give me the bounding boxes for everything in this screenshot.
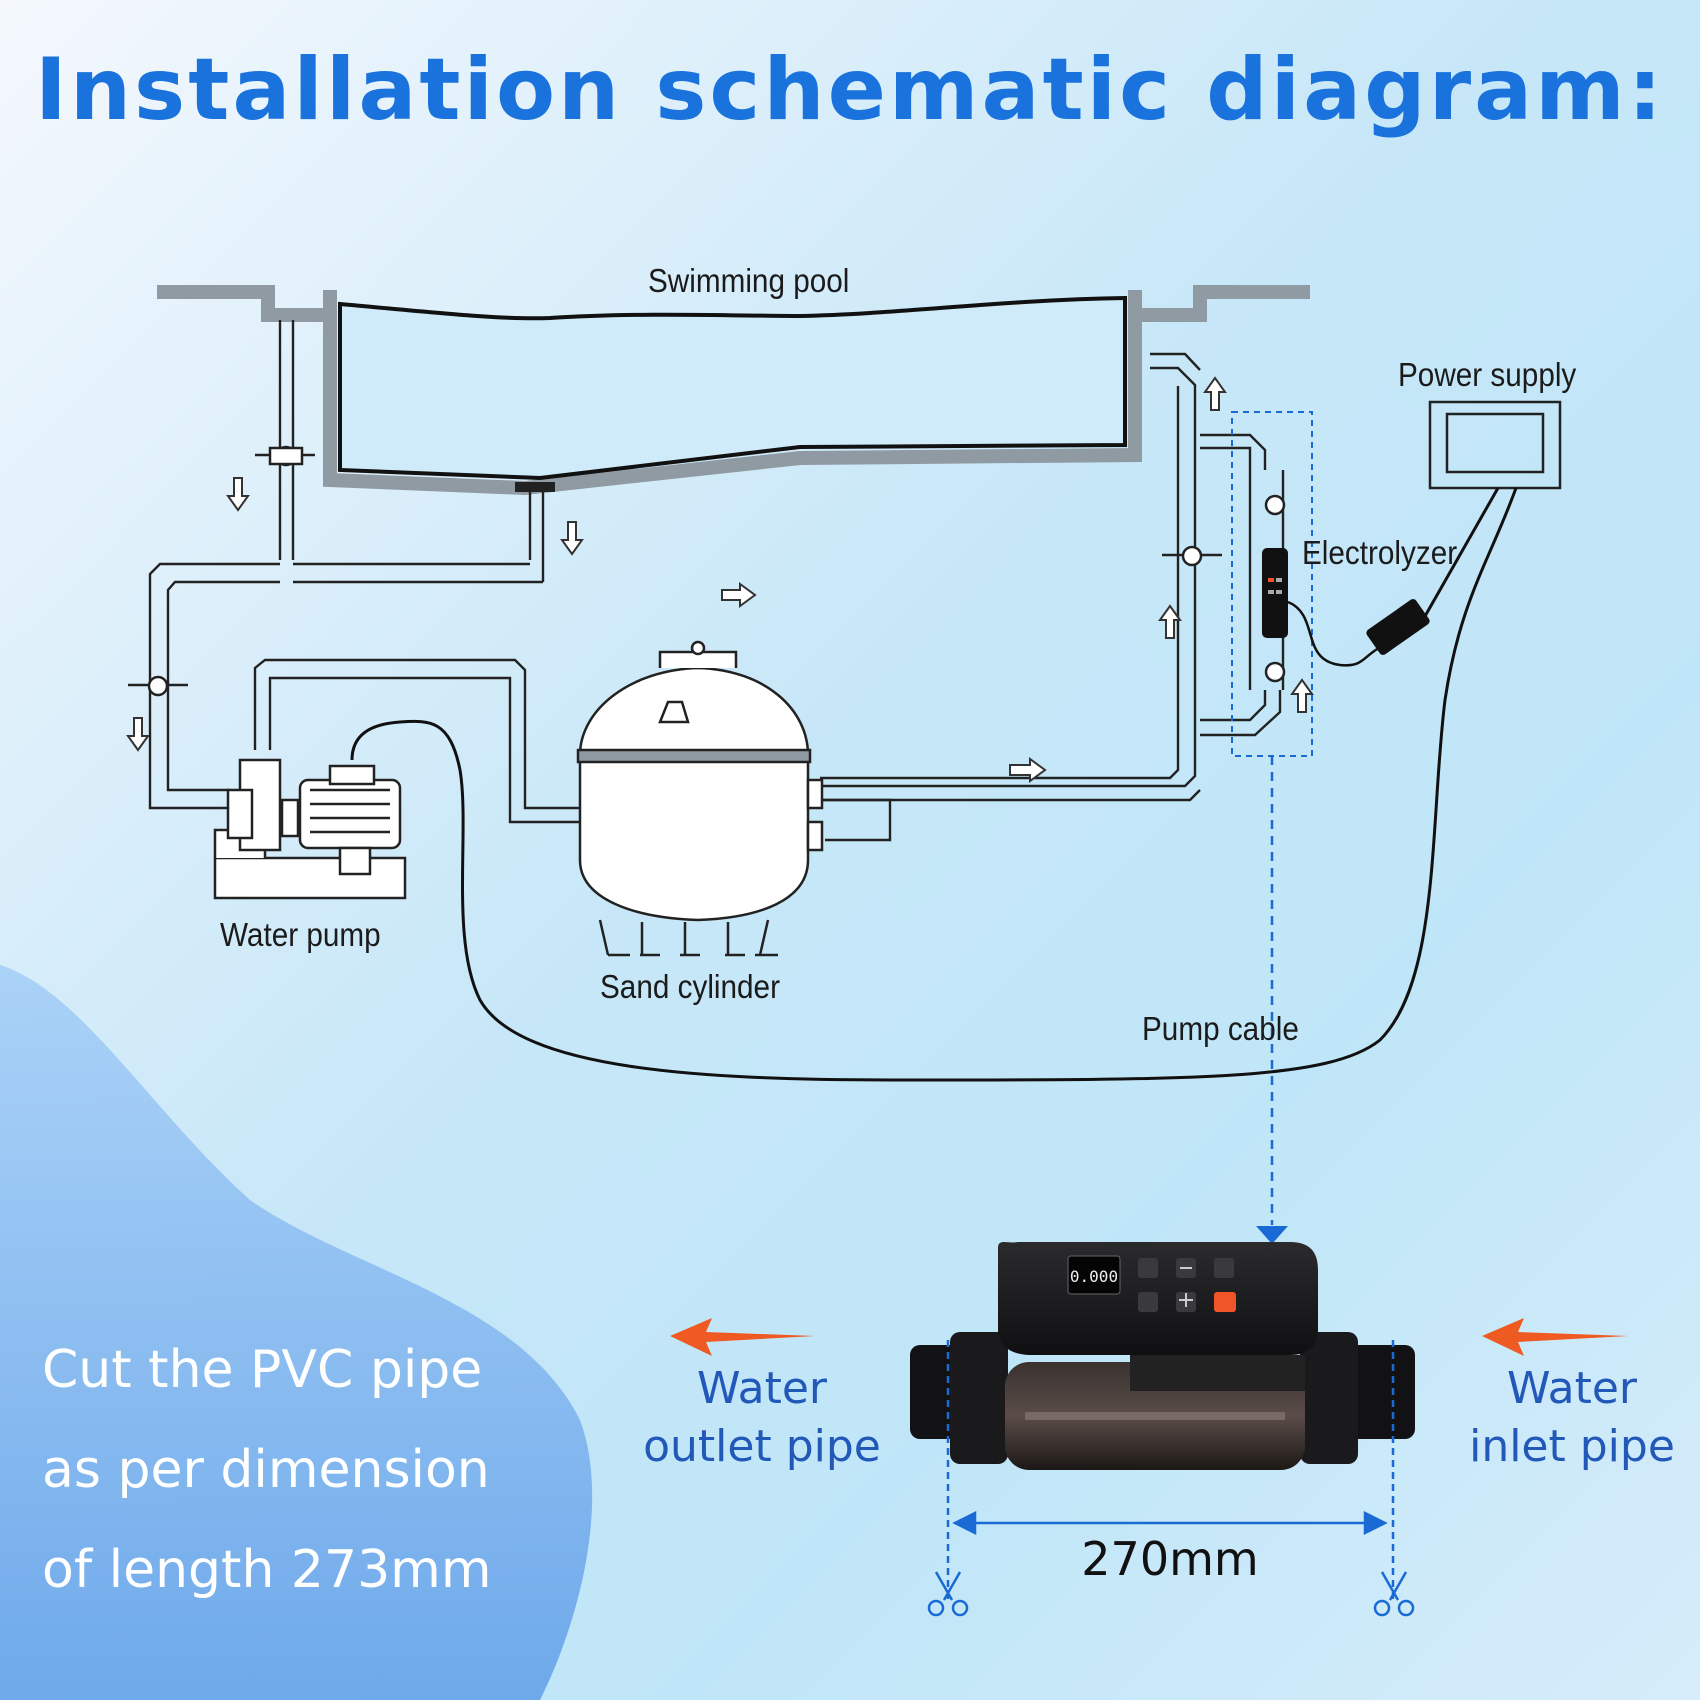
electrolyzer-small-unit: [1262, 548, 1288, 638]
water-inlet-pipe-label: Water inlet pipe: [1432, 1360, 1700, 1476]
label-electrolyzer: Electrolyzer: [1302, 534, 1458, 571]
flow-arrow-icon: [126, 376, 1314, 783]
valve-icon: [128, 445, 1286, 697]
outlet-line-2: outlet pipe: [643, 1421, 881, 1472]
dimension-line: [946, 1340, 1395, 1600]
scissors-icon: [927, 1571, 969, 1617]
dimension-label: 270mm: [1081, 1532, 1259, 1586]
note-background-blob: [0, 965, 593, 1700]
scissors-icon: [1373, 1571, 1415, 1617]
cut-instruction-note: Cut the PVC pipe as per dimension of len…: [42, 1320, 602, 1620]
electrolyzer-leader-arrowhead: [1256, 1226, 1288, 1244]
inlet-line-1: Water: [1506, 1363, 1638, 1414]
label-water-pump: Water pump: [220, 916, 381, 953]
page-title: Installation schematic diagram:: [34, 40, 1666, 140]
power-button: [1214, 1292, 1236, 1312]
adapter-cable: [1287, 600, 1401, 667]
inlet-line-2: inlet pipe: [1469, 1421, 1675, 1472]
svg-text:0.000: 0.000: [1070, 1267, 1118, 1286]
label-pump-cable: Pump cable: [1142, 1010, 1299, 1047]
power-supply-cable: [350, 487, 1518, 1082]
note-line-3: of length 273mm: [42, 1540, 492, 1600]
water-outlet-pipe-label: Water outlet pipe: [622, 1360, 902, 1476]
water-pump: [213, 758, 407, 900]
note-line-2: as per dimension: [42, 1440, 490, 1500]
label-swimming-pool: Swimming pool: [648, 262, 850, 299]
main-drain: [515, 482, 555, 492]
label-power-supply: Power supply: [1398, 356, 1577, 393]
pool-structure: [157, 285, 1310, 496]
note-line-1: Cut the PVC pipe: [42, 1340, 483, 1400]
power-supply-box: [1428, 400, 1562, 490]
electrolyzer-device: 0.000: [910, 1242, 1415, 1470]
pool-water-outline: [338, 295, 1127, 481]
flow-arrow-icon: [670, 1318, 1628, 1356]
power-adapter: [1366, 599, 1430, 655]
sand-cylinder: [576, 640, 824, 957]
outlet-line-1: Water: [696, 1363, 828, 1414]
label-sand-cylinder: Sand cylinder: [600, 968, 780, 1005]
